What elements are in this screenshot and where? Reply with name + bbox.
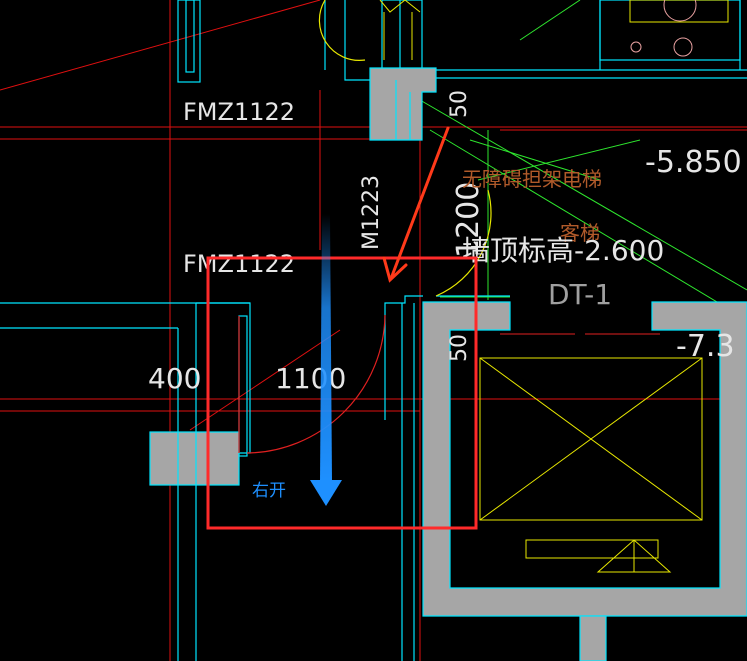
wall-blocks [149,67,747,661]
label-elev-neg-7-3: -7.3 [676,329,735,364]
label-dim-400: 400 [148,362,201,395]
label-fmz1122-mid: FMZ1122 [183,250,295,278]
label-dim-1200: 1200 [451,182,486,258]
wall-inner-lines [395,80,411,140]
labels: FMZ1122 FMZ1122 M1223 50 1200 50 400 110… [148,90,742,395]
label-fmz1122-top: FMZ1122 [183,98,295,126]
label-dim-1100: 1100 [275,362,346,395]
label-passenger-elevator: 客梯 [560,221,600,245]
label-elev-neg-5850: -5.850 [645,145,742,180]
label-m1223: M1223 [359,175,384,250]
label-ceiling-elevation: 墙顶标高-2.600 [462,234,664,267]
label-dim-50-right: 50 [447,334,472,362]
green-lines [419,0,747,321]
door-swings [238,0,492,454]
label-elevator-dt1: DT-1 [548,278,612,311]
pointer-arrow [382,126,450,283]
equipment-upper-right [379,0,729,60]
direction-arrow [310,214,342,506]
label-dim-50-top: 50 [447,90,472,118]
label-barrier-free-elevator: 无障碍担架电梯 [462,167,602,191]
highlight-box [206,256,478,530]
walls-upper-left [177,0,747,83]
elevator-shaft [479,333,703,573]
annotation-right-open: 右开 [252,481,286,501]
